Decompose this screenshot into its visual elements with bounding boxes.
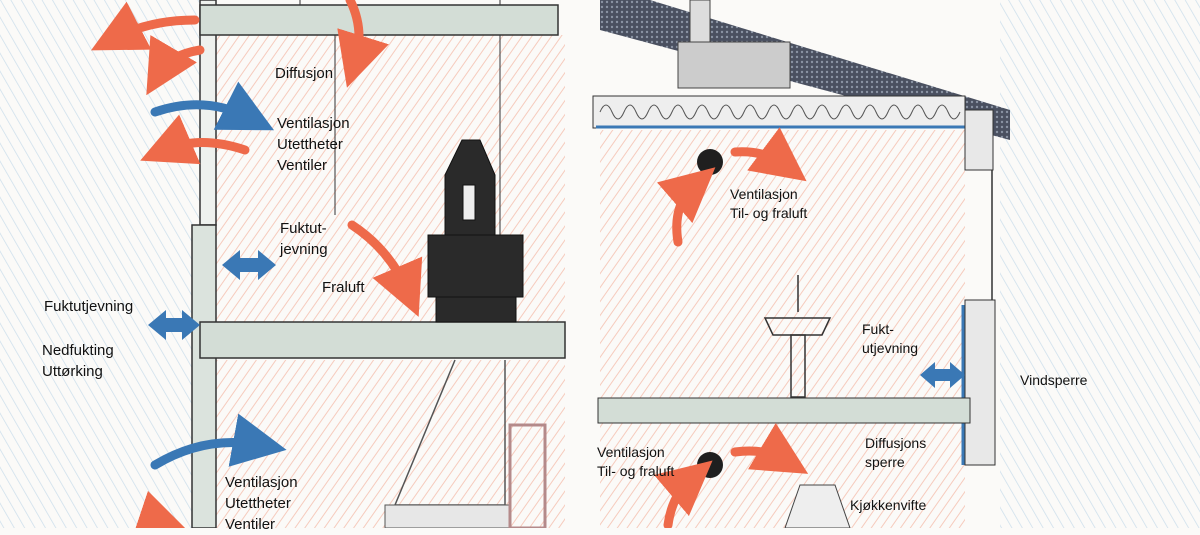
label-line: Ventilasjon	[730, 186, 798, 202]
ventilation-arrow-cool	[150, 81, 275, 131]
label-ventilation-3: Ventilasjon Til- og fraluft	[730, 185, 807, 223]
moisture-arrows	[148, 250, 965, 388]
label-line: Ventiler	[225, 516, 276, 533]
sink	[763, 275, 832, 398]
supply-arrow-lower	[653, 460, 713, 528]
chimney-base	[677, 41, 791, 89]
label-ventilation-4: Ventilasjon Til- og fraluft	[597, 443, 674, 481]
label-line: jevning	[280, 241, 328, 258]
label-line: Ventiler	[277, 157, 328, 174]
wall-insulation	[964, 299, 996, 466]
fraluft-arrow	[347, 220, 423, 317]
moisture-arrow-3	[920, 362, 965, 388]
floor-slab-mid	[199, 321, 566, 359]
label-line: Nedfukting	[42, 342, 114, 359]
label-line: Diffusjons	[865, 435, 927, 451]
wall-left-lower	[191, 224, 217, 528]
floor-slab-top	[199, 4, 559, 36]
vent-fan-upper	[697, 149, 723, 175]
label-line: Ventilasjon	[225, 474, 298, 491]
moisture-arrow-2	[148, 310, 200, 340]
label-line: Uttørking	[42, 363, 103, 380]
label-diffusjonssperre: Diffusjons sperre	[865, 434, 926, 472]
label-line: Fuktut-	[280, 220, 327, 237]
label-line: Ventilasjon	[597, 444, 665, 460]
exhaust-arrow-upper	[730, 127, 807, 182]
label-ventilation-1: Ventilasjon Utettheter Ventiler	[277, 113, 350, 176]
label-fraluft: Fraluft	[322, 279, 365, 296]
chimney-right	[689, 0, 711, 43]
ventilation-arrow-warm	[140, 114, 250, 165]
wood-stove	[427, 139, 524, 323]
outside-air-left	[0, 0, 200, 528]
interior-right-upper	[600, 130, 965, 400]
label-diffusjon: Diffusjon	[275, 65, 334, 82]
outside-air-right	[1000, 0, 1200, 528]
fireplace	[384, 504, 511, 528]
ceiling-insulation	[592, 95, 966, 129]
floor-slab-right	[597, 397, 971, 424]
diffusion-arrow	[337, 0, 389, 88]
label-line: Til- og fraluft	[597, 463, 675, 479]
label-ventilation-2: Ventilasjon Utettheter Ventiler	[225, 472, 298, 535]
label-vindsperre: Vindsperre	[1020, 372, 1088, 388]
label-line: Utettheter	[225, 495, 291, 512]
label-fuktutjevning-1: Fuktut- jevning	[280, 218, 328, 260]
label-fukt-utjevning: Fukt- utjevning	[862, 320, 918, 358]
vent-fan-lower	[697, 452, 723, 478]
supply-arrow-upper	[656, 167, 716, 247]
moisture-arrow-1	[222, 250, 276, 280]
air-out-arrow-1	[90, 1, 200, 51]
exhaust-arrow-lower	[730, 422, 809, 474]
label-line: sperre	[865, 454, 905, 470]
label-line: utjevning	[862, 340, 919, 356]
air-out-arrow-2	[146, 35, 205, 96]
kitchen-hood	[784, 484, 851, 528]
ventilation-arrow-cool-lower	[150, 413, 287, 470]
label-fuktutjevning-2: Fuktutjevning	[44, 298, 134, 315]
label-line: Ventilasjon	[277, 115, 350, 132]
label-line: Fukt-	[862, 321, 894, 337]
label-line: Til- og fraluft	[730, 205, 808, 221]
label-line: Utettheter	[277, 136, 343, 153]
label-kjokkenvifte: Kjøkkenvifte	[850, 497, 927, 513]
label-nedfukting: Nedfukting Uttørking	[42, 340, 114, 382]
